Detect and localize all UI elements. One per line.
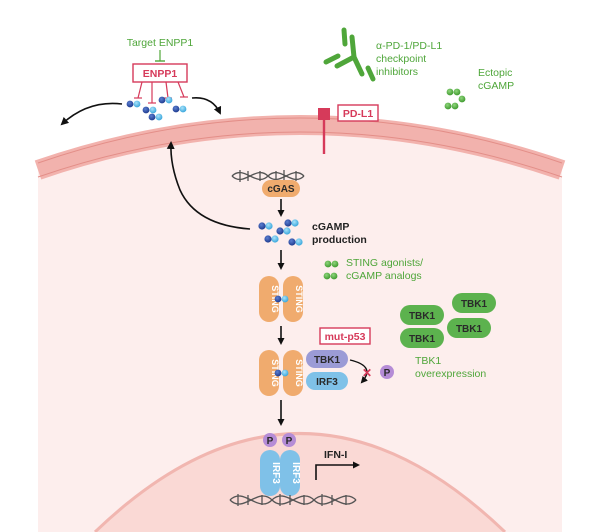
- export-arrow-left: [60, 102, 123, 126]
- phosphate-label: P: [267, 436, 274, 447]
- pd1-label-line3: inhibitors: [376, 66, 418, 78]
- phosphate-label: P: [384, 368, 391, 379]
- block-x-mark: ✕: [362, 366, 372, 380]
- antibody-icon: [323, 27, 376, 82]
- dna-helix-top: [231, 170, 305, 182]
- cell-membrane-line-2: [37, 131, 563, 178]
- tbk1-pill-label: TBK1: [456, 324, 483, 335]
- phosphate-group: [380, 365, 394, 379]
- cgas-enzyme: [262, 180, 300, 197]
- cell-membrane-line-1: [37, 117, 563, 164]
- ectopic-label-line1: Ectopic: [478, 67, 512, 79]
- pdl1-receptor: [318, 108, 330, 154]
- transcription-arrow: [315, 461, 360, 480]
- irf3-label: IRF3: [270, 462, 281, 484]
- enpp1-target-group: Target ENPP1 ENPP1: [60, 37, 222, 126]
- phosphate-label: P: [286, 436, 293, 447]
- tbk1-pill-label: TBK1: [461, 299, 488, 310]
- phosphate-group: [282, 433, 296, 447]
- ectopic-cgamp-molecules: [444, 88, 466, 110]
- sting-tbk1-irf3-complex: STING STING TBK1 IRF3: [259, 350, 348, 396]
- tbk1-overexpression-line1: TBK1: [415, 355, 441, 367]
- sting-agonists-label-line2: cGAMP analogs: [346, 270, 422, 282]
- sting-agonist-molecules: [323, 260, 339, 280]
- sting-dimer-1: STING STING: [259, 276, 304, 322]
- sting-agonists-label-line1: STING agonists/: [346, 257, 423, 269]
- enpp1-label: ENPP1: [143, 68, 178, 80]
- tbk1-pill: [452, 293, 496, 313]
- tbk1-pill: [400, 328, 444, 348]
- irf3-dimer-nuclear: P P IRF3 IRF3: [260, 433, 301, 496]
- nuclear-envelope: [93, 432, 507, 532]
- arrow-cgamp-export: [166, 141, 251, 230]
- irf3-complex-label: IRF3: [316, 377, 338, 388]
- enpp1-box: [132, 63, 188, 83]
- pd1-label-line2: checkpoint: [376, 53, 426, 65]
- cell-membrane-outer: [34, 115, 566, 180]
- intracellular-cgamp-molecules: [258, 219, 303, 246]
- mut-p53-box: [319, 327, 371, 345]
- tbk1-overexpression-line2: overexpression: [415, 368, 486, 380]
- dna-helix-nuclear: [229, 494, 357, 506]
- export-arrow-right: [191, 96, 222, 115]
- pdl1-label: PD-L1: [343, 108, 373, 120]
- ifn-label: IFN-I: [324, 449, 347, 461]
- mut-p53-label: mut-p53: [325, 331, 366, 343]
- sting-label: STING: [294, 359, 304, 387]
- cgamp-production-label-line1: cGAMP: [312, 221, 349, 233]
- tbk1-pill: [400, 305, 444, 325]
- pd1-label-line1: α-PD-1/PD-L1: [376, 40, 442, 52]
- tbk1-in-complex: [306, 350, 348, 368]
- irf3-label: IRF3: [290, 462, 301, 484]
- cell: [34, 115, 566, 532]
- tbk1-pill-label: TBK1: [409, 311, 436, 322]
- cytoplasm: [38, 125, 562, 532]
- phosphorylation-arrow: [349, 359, 368, 384]
- tbk1-complex-label: TBK1: [314, 355, 341, 366]
- ectopic-label-line2: cGAMP: [478, 80, 514, 92]
- tbk1-pill-label: TBK1: [409, 334, 436, 345]
- cgas-label: cGAS: [267, 184, 295, 195]
- extracellular-cgamp-molecules: [126, 96, 187, 121]
- irf3-in-complex: [306, 372, 348, 390]
- target-enpp1-label: Target ENPP1: [127, 37, 194, 49]
- pdl1-box: [337, 104, 379, 122]
- sting-label: STING: [294, 285, 304, 313]
- tbk1-pill: [447, 318, 491, 338]
- cgamp-production-label-line2: production: [312, 234, 367, 246]
- tbk1-overexpression-group: TBK1 TBK1 TBK1 TBK1 TBK1 overexpression: [400, 293, 496, 380]
- phosphate-group: [263, 433, 277, 447]
